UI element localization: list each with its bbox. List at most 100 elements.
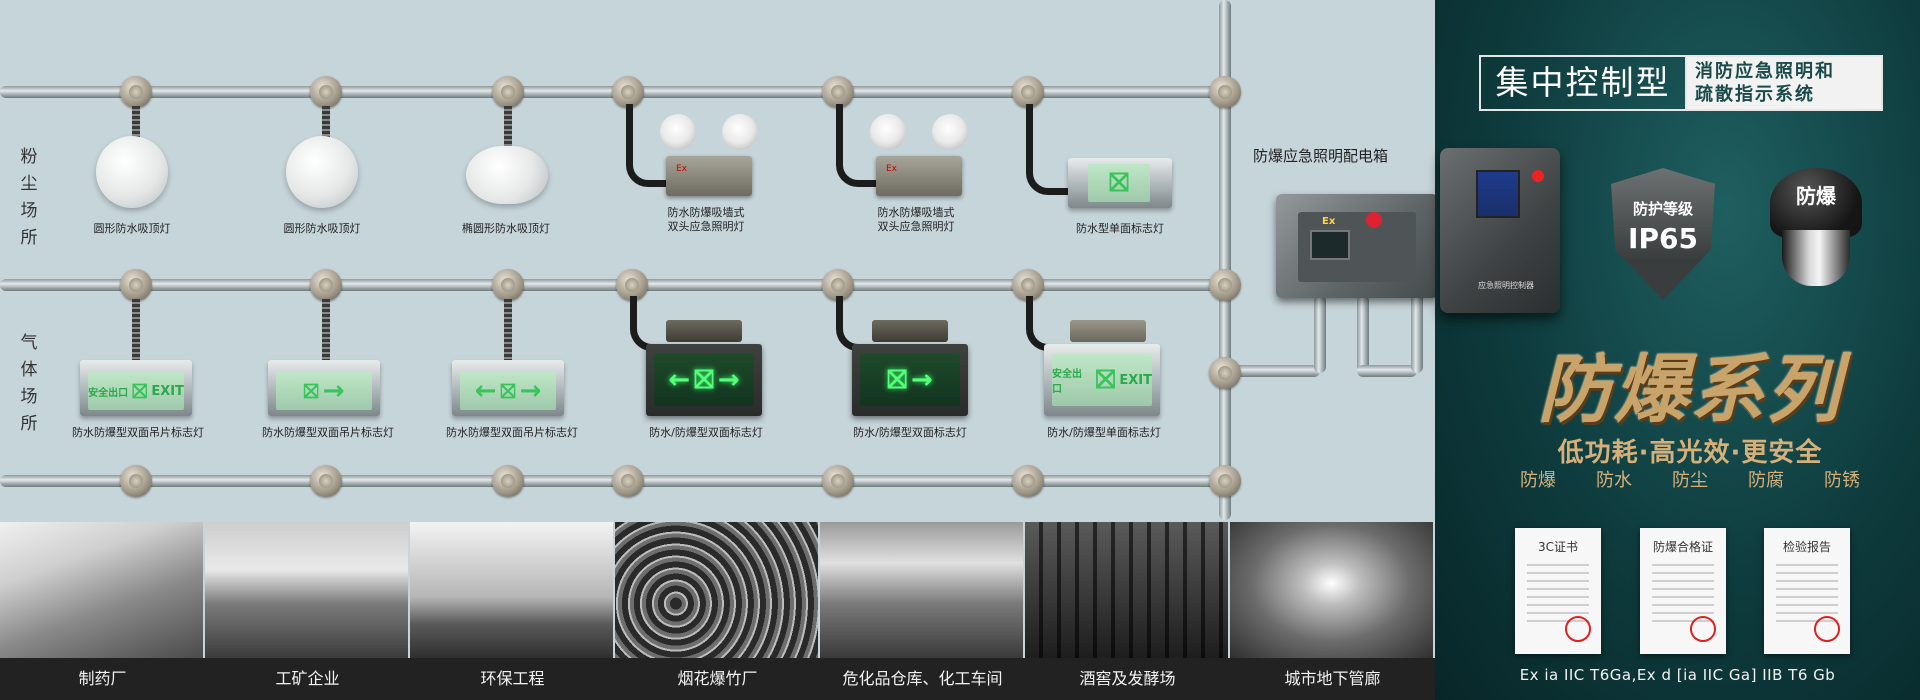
double-face-sign: ←⛝→ (646, 344, 762, 416)
sign-panel: 安全出口⛝EXIT (1052, 354, 1152, 406)
fixture-label: 防水防爆吸墙式 双头应急照明灯 (877, 206, 955, 233)
stamp-icon (1565, 616, 1591, 642)
pipe-vertical-main (1219, 0, 1231, 520)
scene-caption: 制药厂 (78, 669, 127, 688)
flex-hose (1026, 104, 1081, 195)
certificate-explosion-proof: 防爆合格证 (1640, 528, 1726, 654)
display-screen (1310, 230, 1350, 260)
round-ceiling-lamp (286, 136, 358, 208)
exit-running-man-icon: ⛝ (694, 364, 714, 395)
junction-box (612, 465, 644, 497)
certificate-inspection-report: 检验报告 (1764, 528, 1850, 654)
sign-panel: ⛝→ (276, 372, 372, 410)
certificate-3c: 3C证书 (1515, 528, 1601, 654)
scene-photo-strip (0, 522, 1435, 658)
scene-caption: 危化品仓库、化工车间 (842, 669, 1003, 688)
helmet-label: 防爆 (1796, 184, 1836, 208)
distribution-box-label: 防爆应急照明配电箱 (1253, 147, 1389, 165)
scene-caption: 烟花爆竹厂 (677, 669, 758, 688)
zone-label-gas: 气体场所 (20, 333, 38, 434)
scene-caption: 环保工程 (480, 669, 545, 688)
junction-box (1012, 269, 1044, 301)
control-screen (1476, 170, 1520, 218)
junction-box (310, 465, 342, 497)
sign-panel: ←⛝→ (654, 354, 754, 406)
junction-box (1209, 465, 1241, 497)
fixture-label: 防水防爆型双面吊片标志灯 (72, 426, 204, 439)
protection-grade-value: IP65 (1628, 222, 1698, 255)
ex-mark-icon (1366, 212, 1382, 228)
feature-item: 防腐 (1748, 470, 1784, 491)
single-face-sign: 安全出口⛝EXIT (1044, 344, 1160, 416)
fixture-label: 防水/防爆型双面标志灯 (853, 426, 967, 439)
exit-running-man-icon: ⛝ (132, 379, 148, 403)
sign-panel: ←⛝→ (460, 372, 556, 410)
junction-box (822, 76, 854, 108)
system-title: 集中控制型 消防应急照明和 疏散指示系统 (1479, 55, 1883, 111)
lamp-stem (132, 106, 140, 140)
feature-list: 防爆 防水 防尘 防腐 防锈 (1520, 466, 1860, 492)
lamp-stem (504, 299, 512, 361)
scene-caption: 城市地下管廊 (1284, 669, 1381, 688)
scene-caption: 酒窖及发酵场 (1079, 669, 1176, 688)
lamp-stem (504, 106, 512, 148)
exit-running-man-icon: ⛝ (1095, 364, 1116, 395)
fixture-label: 防水防爆型双面吊片标志灯 (446, 426, 578, 439)
junction-box (616, 269, 648, 301)
sign-header-box (872, 320, 948, 342)
feature-item: 防水 (1596, 470, 1632, 491)
junction-box (1209, 269, 1241, 301)
junction-box (1209, 76, 1241, 108)
junction-box (310, 76, 342, 108)
feature-item: 防爆 (1520, 470, 1556, 491)
double-face-hanging-sign: ←⛝→ (452, 360, 564, 416)
stamp-icon (1814, 616, 1840, 642)
junction-box (120, 465, 152, 497)
sign-panel: 安全出口⛝EXIT (88, 372, 184, 410)
scene-photo (1230, 522, 1433, 658)
junction-box (1209, 357, 1241, 389)
junction-box (492, 269, 524, 301)
junction-box (310, 269, 342, 301)
scene-photo (0, 522, 203, 658)
junction-box (492, 465, 524, 497)
flex-hose (836, 104, 883, 187)
fixture-label: 椭圆形防水吸顶灯 (462, 222, 550, 235)
junction-box (120, 269, 152, 301)
lamp-stem (322, 299, 330, 361)
scene-photo (410, 522, 613, 658)
alarm-indicator-icon (1532, 170, 1544, 182)
lamp-stem (322, 106, 330, 140)
arrow-right-icon: → (519, 376, 542, 406)
fixture-label: 防水/防爆型单面标志灯 (1047, 426, 1161, 439)
exit-running-man-icon: ⛝ (303, 379, 319, 403)
fixture-label: 防水防爆型双面吊片标志灯 (262, 426, 394, 439)
oval-ceiling-lamp (466, 146, 548, 204)
junction-box (1012, 76, 1044, 108)
pipe-distbox-down-2 (1357, 295, 1369, 373)
zone-label-dust: 粉尘场所 (20, 147, 38, 248)
fixture-label: 圆形防水吸顶灯 (93, 222, 171, 235)
junction-box (1012, 465, 1044, 497)
double-face-sign: ⛝→ (852, 344, 968, 416)
arrow-left-icon: ← (474, 376, 497, 406)
control-cabinet: 应急照明控制器 (1440, 148, 1560, 313)
junction-box (492, 76, 524, 108)
protection-grade-label: 防护等级 (1632, 200, 1693, 218)
junction-box (120, 76, 152, 108)
lamp-stem (132, 299, 140, 361)
feature-item: 防尘 (1672, 470, 1708, 491)
exit-running-man-icon: ⛝ (500, 379, 516, 403)
title-sub: 消防应急照明和 疏散指示系统 (1687, 57, 1881, 109)
twin-head-lamp-left (660, 114, 696, 150)
twin-head-lamp-right (722, 114, 758, 150)
twin-head-lamp-right (932, 114, 968, 150)
fixture-label: 防水/防爆型双面标志灯 (649, 426, 763, 439)
flex-hose (626, 104, 673, 187)
installation-diagram: 粉尘场所 气体场所 Ex Ex ⛝ 圆形防水吸顶灯 (0, 0, 1435, 700)
exit-running-man-icon: ⛝ (887, 364, 907, 395)
single-face-sign: ⛝ (1068, 158, 1172, 208)
double-face-hanging-sign: 安全出口⛝EXIT (80, 360, 192, 416)
sign-header-box (666, 320, 742, 342)
scene-caption: 工矿企业 (275, 669, 340, 688)
